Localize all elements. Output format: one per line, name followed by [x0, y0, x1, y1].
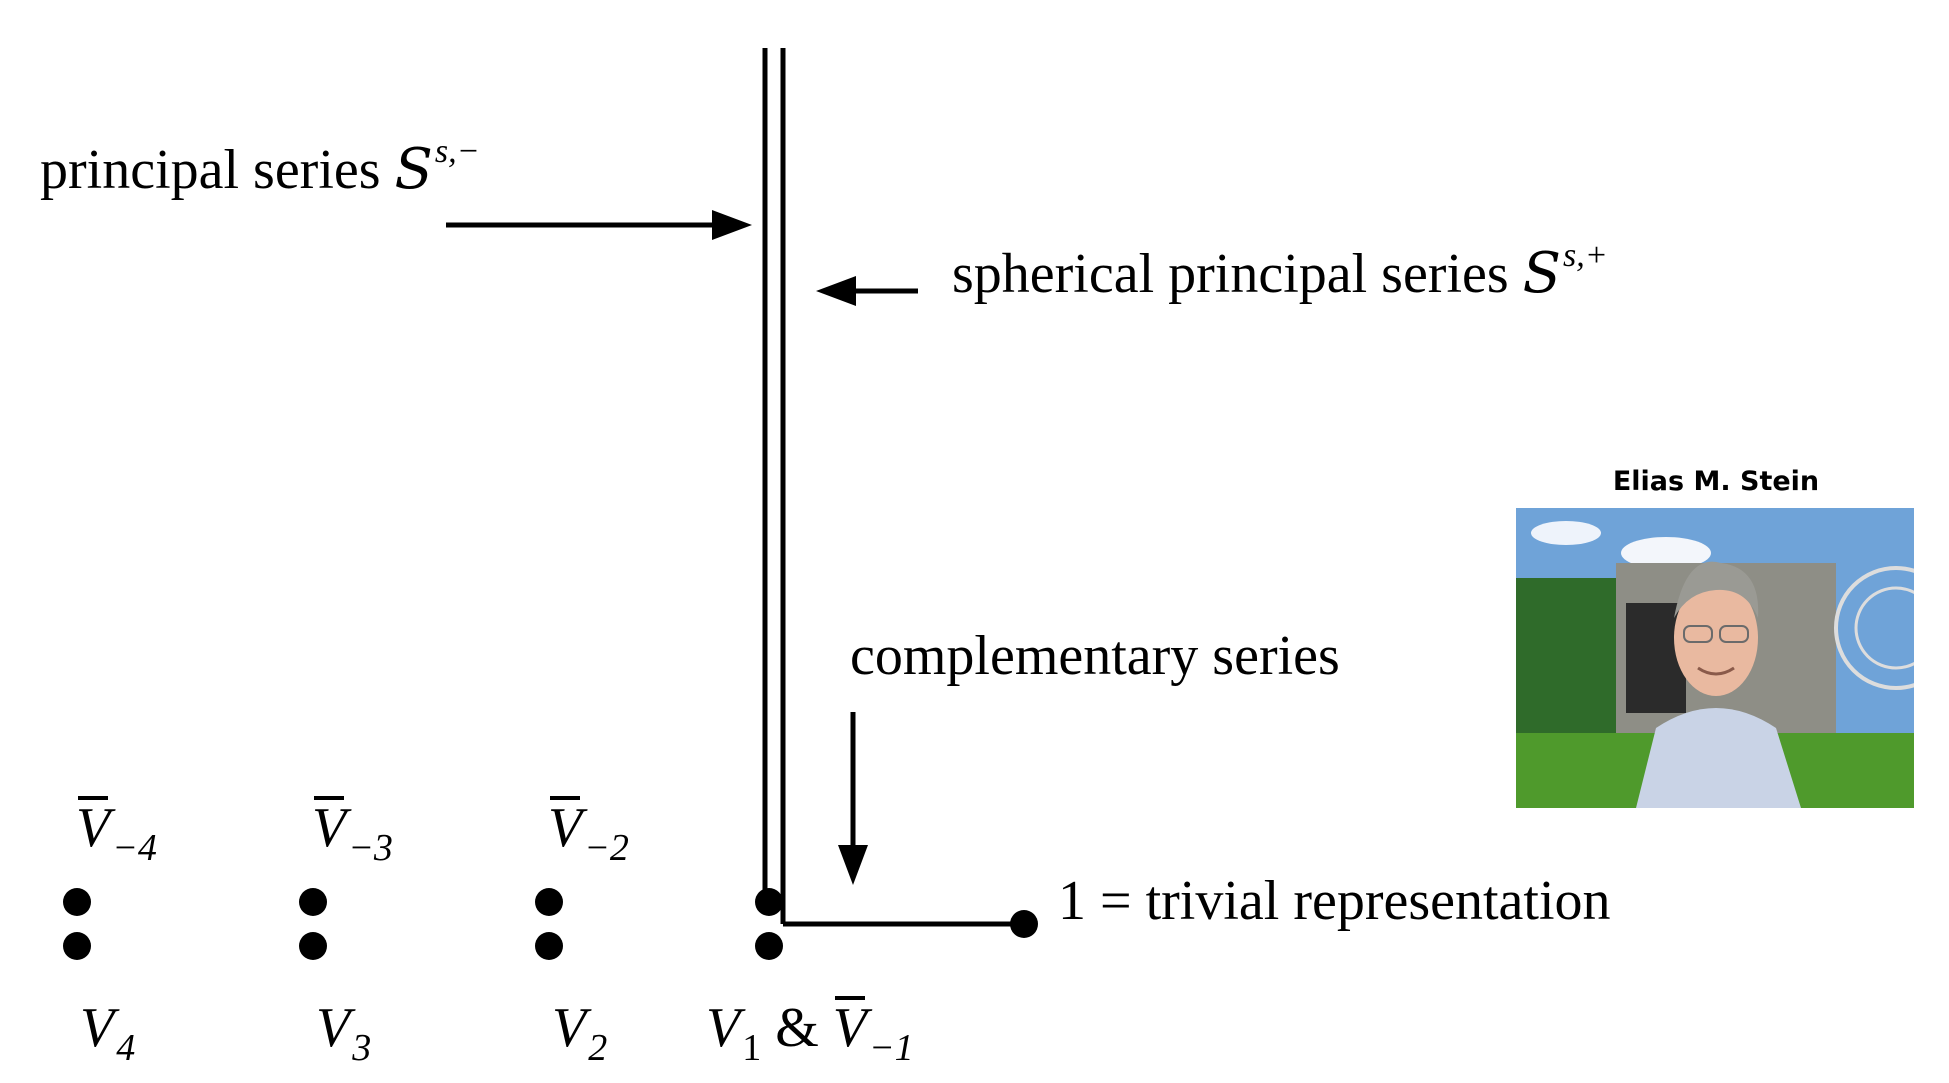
- principal-series-label: principal series Ss,−: [40, 133, 480, 202]
- dot-v-4: [63, 932, 91, 960]
- spherical-principal-series-label: spherical principal series Ss,+: [952, 237, 1608, 306]
- trivial-representation-label: 1 = trivial representation: [1058, 870, 1611, 932]
- dot-v-1: [755, 932, 783, 960]
- dot-vbar-minus-3: [299, 888, 327, 916]
- dot-v-3: [299, 932, 327, 960]
- v-4-label: V4: [80, 997, 136, 1069]
- vbar-minus-4-label: V−4: [76, 796, 157, 869]
- portrait-illustration: [1516, 508, 1914, 808]
- spherical-series-arrow: [816, 276, 918, 306]
- dot-trivial-representation: [1010, 910, 1038, 938]
- vbar-minus-2-label: V−2: [548, 796, 629, 869]
- v-2-label: V2: [552, 997, 608, 1069]
- complementary-series-arrow: [838, 712, 868, 885]
- principal-series-arrow: [446, 210, 752, 240]
- v-3-label: V3: [316, 997, 372, 1069]
- dot-vbar-minus-4: [63, 888, 91, 916]
- portrait-photo: [1516, 508, 1914, 808]
- photo-caption: Elias M. Stein: [1612, 466, 1820, 497]
- dot-v-2: [535, 932, 563, 960]
- complementary-series-label: complementary series: [850, 625, 1340, 687]
- vbar-minus-3-label: V−3: [312, 796, 393, 869]
- dot-v-1-top: [755, 888, 783, 916]
- v-1-and-vbar-minus-1-label: V1 & V−1: [706, 996, 914, 1069]
- dot-vbar-minus-2: [535, 888, 563, 916]
